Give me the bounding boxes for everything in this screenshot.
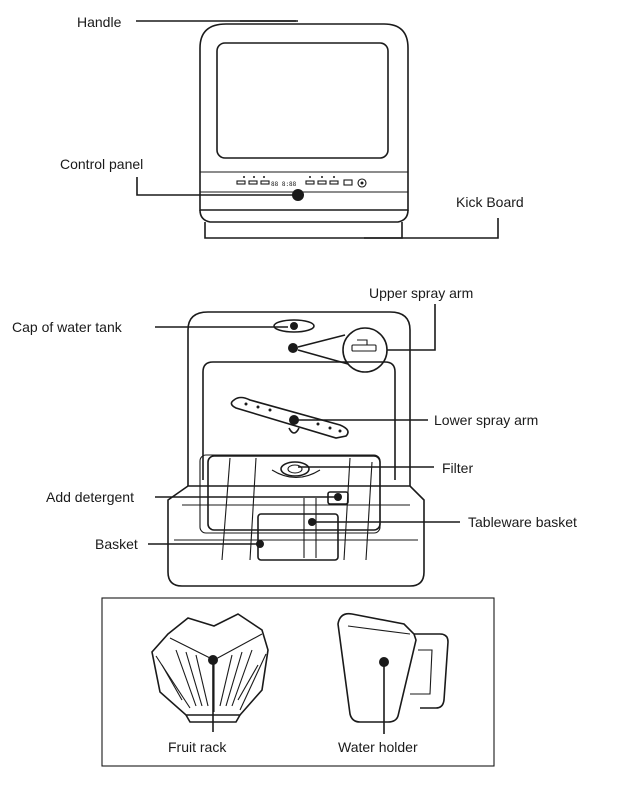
label-filter: Filter <box>442 460 473 476</box>
display-readout: 88 8:88 <box>271 181 297 188</box>
front-view-dishwasher: 88 8:88 <box>199 20 409 239</box>
control-panel-strip: 88 8:88 <box>236 176 367 188</box>
fruit-rack-bars <box>161 649 259 707</box>
spray-arm-holes <box>244 402 342 433</box>
accessories-box <box>101 597 495 767</box>
label-basket: Basket <box>95 536 138 552</box>
label-handle: Handle <box>77 14 122 30</box>
label-add-detergent: Add detergent <box>46 489 134 505</box>
kick-board-leader <box>364 218 499 239</box>
label-water-holder: Water holder <box>338 739 418 755</box>
control-panel-leader <box>136 177 304 201</box>
open-dishwasher-interior <box>167 311 425 587</box>
water-holder <box>337 612 449 723</box>
label-cap-of-water-tank: Cap of water tank <box>12 319 123 335</box>
label-lower-spray-arm: Lower spray arm <box>434 412 538 428</box>
upper-spray-arm-leader <box>387 304 436 351</box>
label-kick-board: Kick Board <box>456 194 524 210</box>
label-fruit-rack: Fruit rack <box>168 739 227 755</box>
label-upper-spray-arm: Upper spray arm <box>369 285 473 301</box>
label-control-panel: Control panel <box>60 156 143 172</box>
fruit-rack <box>151 613 269 723</box>
label-tableware-basket: Tableware basket <box>468 514 577 530</box>
